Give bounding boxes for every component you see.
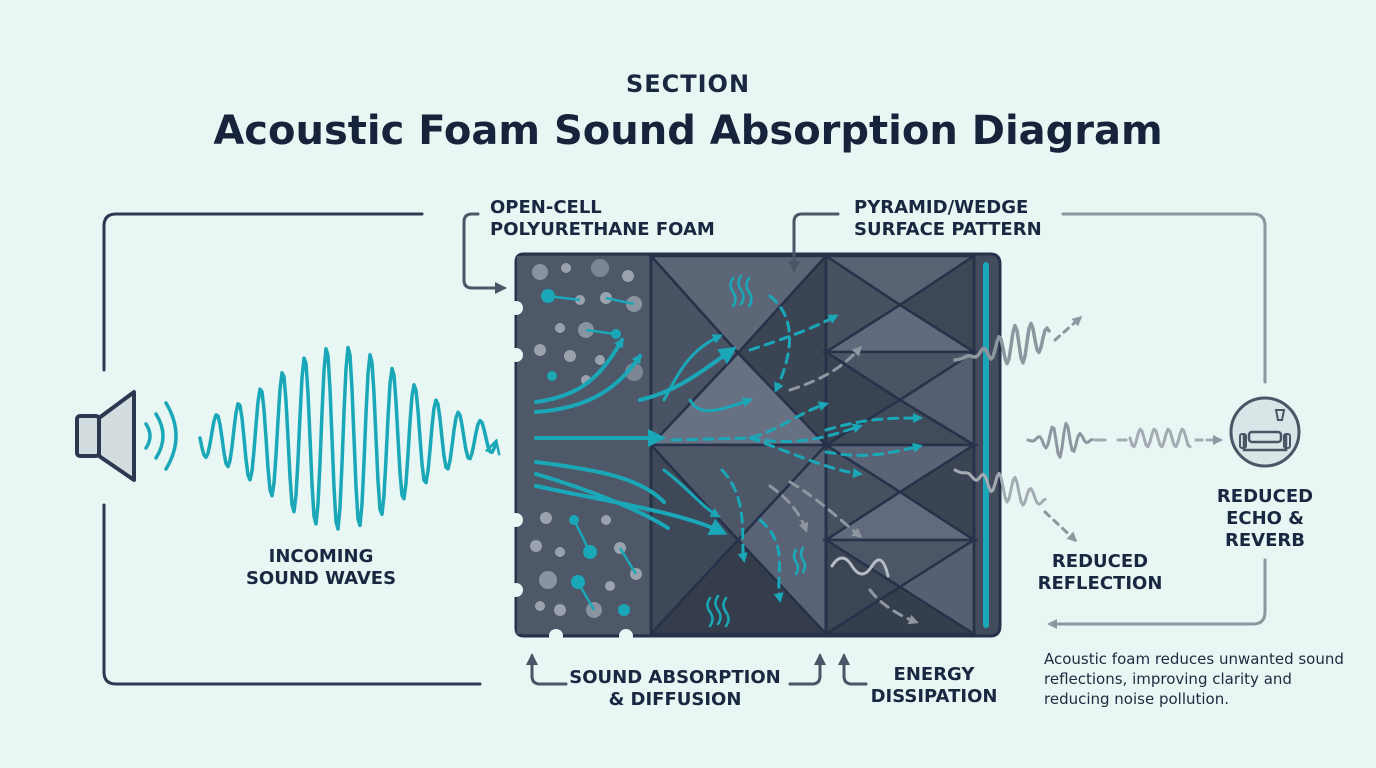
foam-cell [622, 270, 634, 282]
foam-cell [601, 515, 611, 525]
foam-cell [534, 344, 546, 356]
incoming-sound-waves-label: INCOMING SOUND WAVES [245, 546, 397, 589]
foam-cell [535, 601, 545, 611]
decay-squiggle [830, 556, 890, 578]
pyramid-wedge-label: PYRAMID/WEDGE SURFACE PATTERN [854, 197, 1042, 240]
speaker-icon [75, 390, 178, 482]
foam-cell-link [572, 519, 592, 553]
open-cell-foam-label: OPEN-CELL POLYURETHANE FOAM [490, 197, 715, 240]
foam-cell [564, 350, 576, 362]
foam-cell [618, 604, 630, 616]
foam-cell [532, 264, 548, 280]
foam-cell [595, 355, 605, 365]
foam-cell [605, 581, 615, 591]
reflection-dashed-arrows [768, 345, 919, 625]
reflected-waves [953, 316, 1223, 543]
foam-cell [554, 604, 566, 616]
foam-cell-link [605, 296, 635, 306]
foam-cell [530, 540, 542, 552]
diffusion-dashed-arrows [670, 294, 923, 603]
left-frame-lines [102, 212, 482, 686]
right-frame-lines [1047, 212, 1267, 629]
foam-cell [591, 259, 609, 277]
reduced-reflection-label: REDUCED REFLECTION [1037, 551, 1163, 594]
foam-cells [530, 259, 643, 618]
foam-cell-link [547, 294, 581, 302]
foam-cell [555, 323, 565, 333]
energy-dissipation-label: ENERGY DISSIPATION [870, 664, 998, 707]
incoming-sound-wave [198, 345, 496, 531]
reflected-wave-lower [953, 468, 1047, 507]
foam-cell [547, 371, 557, 381]
wedge-pattern [648, 252, 979, 638]
section-label: SECTION [625, 70, 751, 98]
foam-cell-link [618, 547, 638, 575]
heat-wave-icon [706, 274, 807, 628]
foam-edge-notches [509, 301, 633, 643]
foam-cell [540, 512, 552, 524]
label-leader-arrows [462, 212, 868, 686]
room-sofa-icon [1229, 396, 1301, 468]
foam-cell [539, 571, 557, 589]
foam-cell-link [585, 328, 617, 336]
sound-absorption-label: SOUND ABSORPTION & DIFFUSION [569, 667, 781, 710]
caption-text: Acoustic foam reduces unwanted sound ref… [1044, 650, 1344, 708]
foam-cell [555, 547, 565, 557]
foam-block [509, 252, 1002, 643]
foam-cell-link [576, 581, 596, 611]
foam-cell [561, 263, 571, 273]
reduced-echo-label: REDUCED ECHO & REVERB [1216, 486, 1314, 551]
page-title: Acoustic Foam Sound Absorption Diagram [213, 108, 1163, 154]
open-cell-region [517, 256, 650, 634]
absorption-flow-arrows [534, 334, 753, 535]
